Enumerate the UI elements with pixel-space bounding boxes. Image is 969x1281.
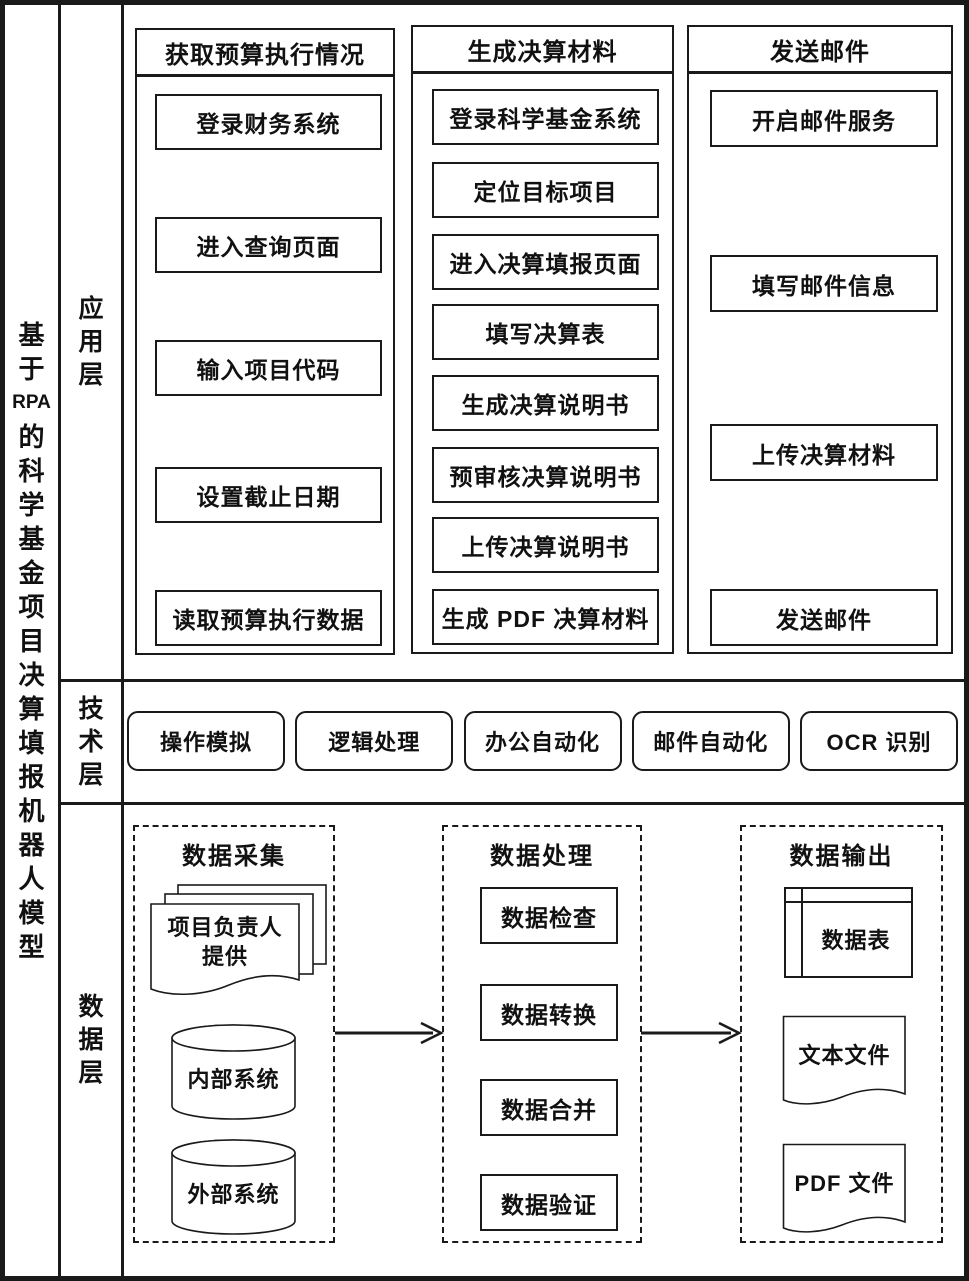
model-title-char: 科: [18, 455, 45, 486]
model-title-char: 决: [18, 659, 45, 690]
step-box: 发送邮件: [710, 589, 938, 646]
document-icon: PDF 文件: [782, 1143, 907, 1239]
flow-arrow: [335, 1020, 445, 1046]
data-group-collection: 数据采集 项目负责人 提供 内部系统外部系统: [133, 825, 335, 1243]
divider-app-tech: [58, 679, 964, 682]
column-header: 生成决算材料: [413, 27, 672, 74]
tech-box: 邮件自动化: [631, 711, 790, 771]
layer-label-application: 应用层: [61, 5, 121, 679]
model-title-char: 算: [18, 693, 45, 724]
group-header: 数据处理: [490, 843, 594, 870]
column-header: 获取预算执行情况: [137, 30, 393, 77]
app-column-2: 发送邮件开启邮件服务填写邮件信息上传决算材料发送邮件: [687, 25, 953, 654]
data-group-processing: 数据处理 数据检查数据转换数据合并数据验证: [442, 825, 642, 1243]
tech-box: 逻辑处理: [295, 711, 454, 771]
table-icon: 数据表: [784, 887, 913, 978]
proc-step-box: 数据检查: [480, 887, 618, 944]
divider-tech-data: [58, 802, 964, 805]
step-box: 生成 PDF 决算材料: [432, 589, 659, 645]
data-group-output: 数据输出 数据表 文本文件 PDF 文件: [740, 825, 943, 1243]
layer-label-char: 据: [78, 1026, 104, 1054]
table-label: 数据表: [821, 927, 891, 953]
step-box: 上传决算材料: [710, 424, 938, 481]
model-title-char: 基: [18, 319, 45, 350]
step-box: 进入决算填报页面: [432, 234, 659, 290]
proc-step-box: 数据合并: [480, 1079, 618, 1136]
layer-label-char: 数: [78, 993, 104, 1021]
step-box: 预审核决算说明书: [432, 447, 659, 503]
document-icon: 文本文件: [782, 1015, 907, 1111]
layer-label-char: 术: [78, 727, 104, 756]
layer-label-data: 数据层: [61, 805, 121, 1276]
model-title-char: 基: [18, 523, 45, 554]
layer-label-char: 技: [78, 694, 104, 723]
group-header: 数据输出: [789, 843, 894, 870]
model-title-char: 项: [18, 591, 45, 622]
step-box: 生成决算说明书: [432, 375, 659, 431]
layer-label-char: 层: [78, 360, 104, 389]
database-cylinder: 外部系统: [170, 1138, 297, 1237]
model-title-char: 机: [18, 795, 45, 826]
document-stack-icon: 项目负责人 提供: [147, 883, 329, 1007]
step-box: 开启邮件服务: [710, 90, 938, 147]
document-label: PDF 文件: [794, 1171, 895, 1196]
layer-label-char: 层: [78, 760, 104, 789]
step-box: 填写决算表: [432, 304, 659, 360]
step-box: 登录财务系统: [155, 94, 382, 150]
tech-box: 办公自动化: [463, 711, 622, 771]
step-box: 进入查询页面: [155, 217, 382, 273]
group-header: 数据采集: [182, 843, 286, 870]
table-header-line: [786, 901, 911, 903]
model-title-char: 于: [18, 353, 45, 384]
flow-arrow: [641, 1020, 743, 1046]
model-title-char: 填: [18, 727, 45, 758]
model-title-char: 报: [18, 761, 45, 792]
layer-label-char: 层: [78, 1059, 104, 1087]
model-title-char: 器: [18, 829, 45, 860]
step-box: 上传决算说明书: [432, 517, 659, 573]
model-title-char: 模: [18, 897, 45, 928]
layer-label-technology: 技术层: [61, 682, 121, 802]
model-title-char: 人: [18, 863, 45, 894]
model-title-char: 目: [18, 625, 45, 656]
tech-box: OCR 识别: [800, 711, 958, 771]
database-label: 内部系统: [187, 1067, 280, 1092]
proc-step-box: 数据验证: [480, 1174, 618, 1231]
layer-label-char: 用: [78, 327, 104, 356]
column-header: 发送邮件: [689, 27, 951, 74]
proc-step-box: 数据转换: [480, 984, 618, 1041]
app-column-1: 生成决算材料登录科学基金系统定位目标项目进入决算填报页面填写决算表生成决算说明书…: [411, 25, 674, 654]
database-label: 外部系统: [187, 1182, 280, 1207]
divider-layer-strip: [121, 5, 124, 1276]
document-label: 文本文件: [798, 1043, 891, 1068]
step-box: 定位目标项目: [432, 162, 659, 218]
layer-label-char: 应: [78, 294, 104, 323]
step-box: 登录科学基金系统: [432, 89, 659, 145]
model-title-char: 的: [18, 421, 45, 452]
document-stack-label: 项目负责人 提供: [167, 915, 283, 969]
app-column-0: 获取预算执行情况登录财务系统进入查询页面输入项目代码设置截止日期读取预算执行数据: [135, 28, 395, 655]
step-box: 读取预算执行数据: [155, 590, 382, 646]
divider-title-strip: [58, 5, 61, 1276]
step-box: 输入项目代码: [155, 340, 382, 396]
step-box: 填写邮件信息: [710, 255, 938, 312]
tech-box: 操作模拟: [127, 711, 285, 771]
database-cylinder: 内部系统: [170, 1023, 297, 1122]
model-title-char: 型: [18, 931, 45, 962]
model-title-char: RPA: [12, 391, 51, 413]
model-title-char: 金: [18, 557, 45, 588]
table-column-line: [801, 889, 803, 976]
model-title-char: 学: [18, 489, 45, 520]
step-box: 设置截止日期: [155, 467, 382, 523]
